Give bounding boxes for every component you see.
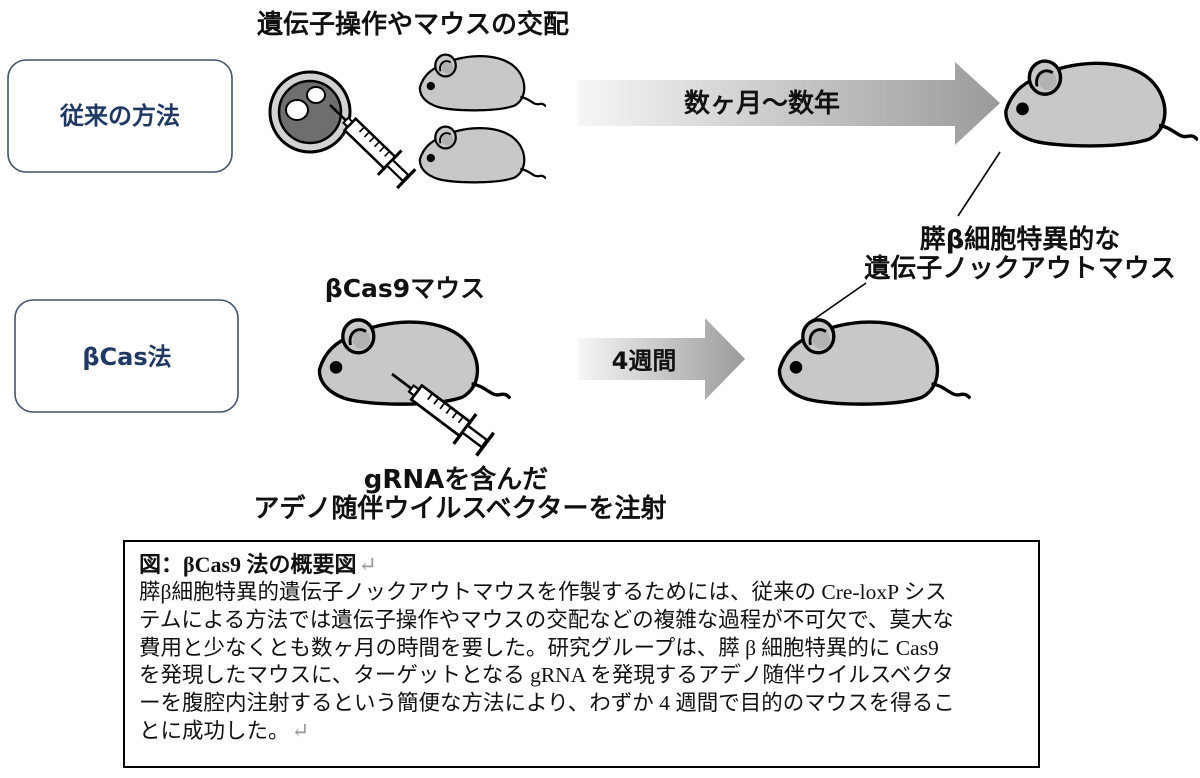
method-comparison-diagram: 遺伝子操作やマウスの交配 従来の方法 数ヶ月～数年 膵β細胞特異的な 遺伝子ノッ…: [7, 9, 1198, 524]
genetic-manipulation-label: 遺伝子操作やマウスの交配: [257, 9, 569, 40]
caption-last-line-row: とに成功した。↵: [139, 718, 1026, 746]
caption-line: を発現したマウスに、ターゲットとなる gRNA を発現するアデノ随伴ウイルスベク…: [139, 663, 954, 688]
petri-dish-icon: [268, 70, 352, 154]
caption-line: 費用と少なくとも数ヶ月の時間を要した。研究グループは、膵 β 細胞特異的に Ca…: [139, 635, 939, 660]
caption-line: テムによる方法では遺伝子操作やマウスの交配などの複雑な過程が不可欠で、莫大な: [139, 607, 954, 632]
caption-title: 図：βCas9 法の概要図: [139, 552, 357, 577]
mouse-icon: [418, 53, 546, 112]
bcas9-mouse-label: βCas9マウス: [325, 274, 485, 303]
caption-title-row: 図：βCas9 法の概要図↵: [139, 551, 1026, 579]
caption-line: とに成功した。: [139, 718, 290, 743]
paragraph-mark-icon: ↵: [291, 718, 310, 743]
injection-label-line-1: gRNAを含んだ: [364, 464, 549, 495]
mouse-icon: [777, 318, 971, 406]
arrow-icon: [578, 318, 745, 400]
mouse-icon: [418, 125, 546, 184]
conventional-method-box: 従来の方法: [7, 59, 233, 173]
bcas-method-frame: [14, 299, 239, 413]
result-label-line-1: 膵β細胞特異的な: [920, 224, 1121, 255]
bcas-method-box: βCas法: [14, 299, 239, 413]
conventional-method-label: 従来の方法: [59, 102, 180, 130]
result-label-line-2: 遺伝子ノックアウトマウス: [864, 254, 1175, 284]
connector-line: [957, 151, 1001, 217]
conventional-method-frame: [7, 59, 233, 173]
arrow-icon: [578, 62, 1000, 145]
caption-line: ーを腹腔内注射するという簡便な方法により、わずか 4 週間で目的のマウスを得るこ: [139, 691, 955, 716]
bcas-method-label: βCas法: [82, 343, 171, 371]
bcas-duration-label: 4週間: [612, 347, 677, 375]
paragraph-mark-icon: ↵: [358, 552, 377, 577]
injection-label-line-2: アデノ随伴ウイルスベクターを注射: [253, 493, 666, 524]
mouse-icon: [1004, 59, 1198, 148]
connector-line: [812, 282, 867, 321]
figure-caption: 図：βCas9 法の概要図↵ 膵β細胞特異的遺伝子ノックアウトマウスを作製するた…: [123, 540, 1040, 768]
conventional-duration-label: 数ヶ月～数年: [684, 88, 840, 119]
caption-line: 膵β細胞特異的遺伝子ノックアウトマウスを作製するためには、従来の Cre-lox…: [139, 580, 947, 604]
